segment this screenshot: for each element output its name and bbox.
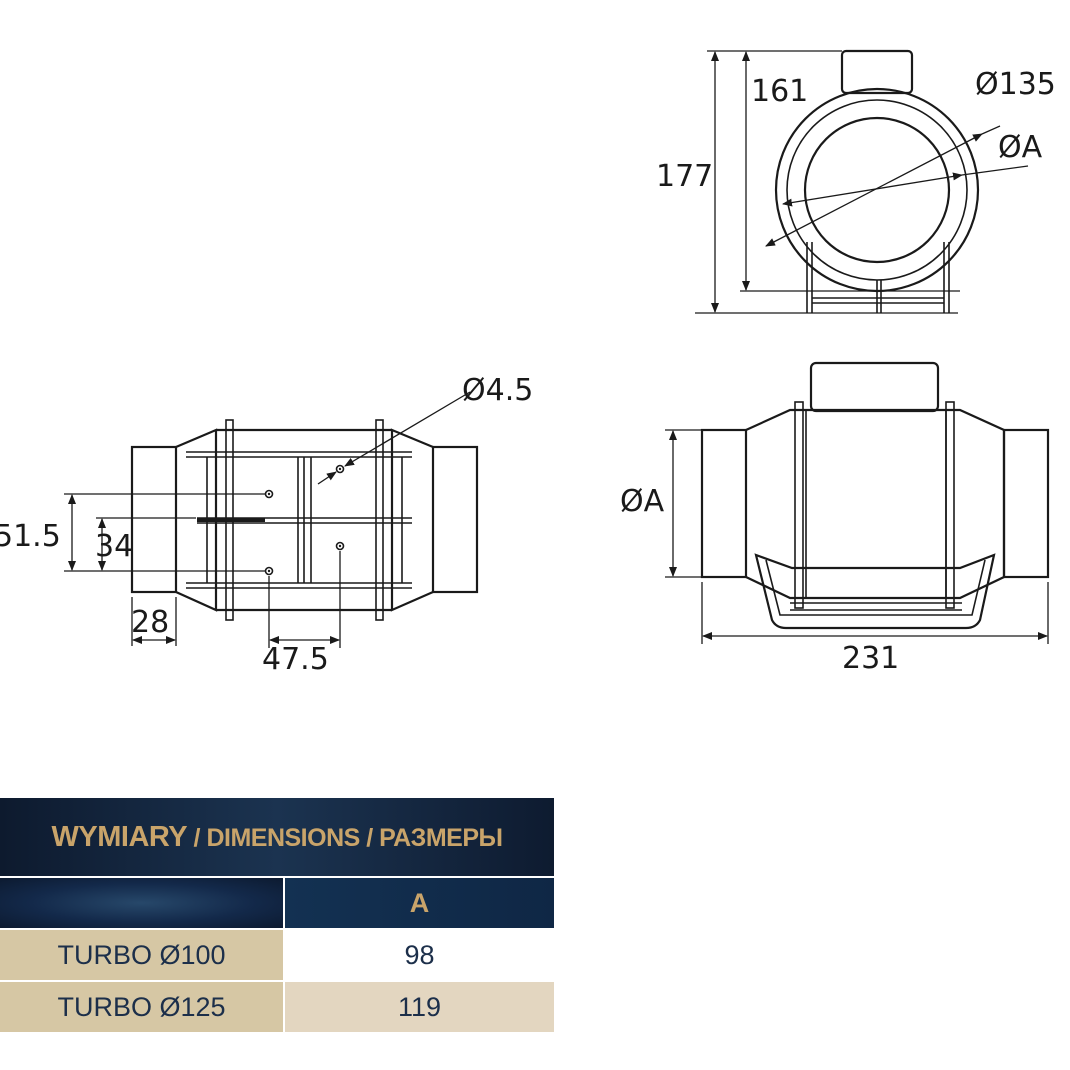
dim-diameter-a-side: ØA	[998, 130, 1043, 165]
dim-161: 161	[751, 74, 808, 109]
dimensions-table: WYMIARY / DIMENSIONS / РАЗМЕРЫ A TURBO Ø…	[0, 798, 554, 1032]
header-cell-model	[0, 878, 283, 928]
dim-34: 34	[95, 529, 133, 564]
dim-177: 177	[656, 159, 713, 194]
table-title-bar: WYMIARY / DIMENSIONS / РАЗМЕРЫ	[0, 798, 554, 876]
value-cell: 98	[404, 939, 435, 970]
dim-231: 231	[842, 641, 899, 676]
model-cell: TURBO Ø125	[57, 991, 226, 1022]
table-title: WYMIARY / DIMENSIONS / РАЗМЕРЫ	[52, 821, 503, 854]
model-cell: TURBO Ø100	[57, 939, 226, 970]
side-view-drawing: 177 161 Ø135 ØA	[656, 49, 1056, 314]
dim-47-5: 47.5	[262, 642, 329, 677]
dim-28: 28	[131, 605, 169, 640]
table-title-main: WYMIARY	[51, 820, 188, 853]
dim-diameter-a-front: ØA	[620, 484, 665, 519]
value-cell: 119	[397, 991, 442, 1022]
bottom-view-drawing: Ø4.5 51.5 34 28 47.5	[0, 373, 533, 677]
dim-hole-diameter: Ø4.5	[462, 373, 533, 408]
table-row: TURBO Ø100 98	[0, 930, 554, 980]
table-header-row: A	[0, 878, 554, 928]
front-view-drawing: ØA 231	[620, 361, 1050, 676]
table-row: TURBO Ø125 119	[0, 982, 554, 1032]
header-cell-a: A	[285, 878, 554, 928]
table-title-rest: / DIMENSIONS / РАЗМЕРЫ	[187, 823, 503, 852]
dim-diameter-135: Ø135	[975, 67, 1056, 102]
dim-51-5: 51.5	[0, 519, 61, 554]
technical-drawing: 177 161 Ø135 ØA	[0, 49, 1056, 677]
